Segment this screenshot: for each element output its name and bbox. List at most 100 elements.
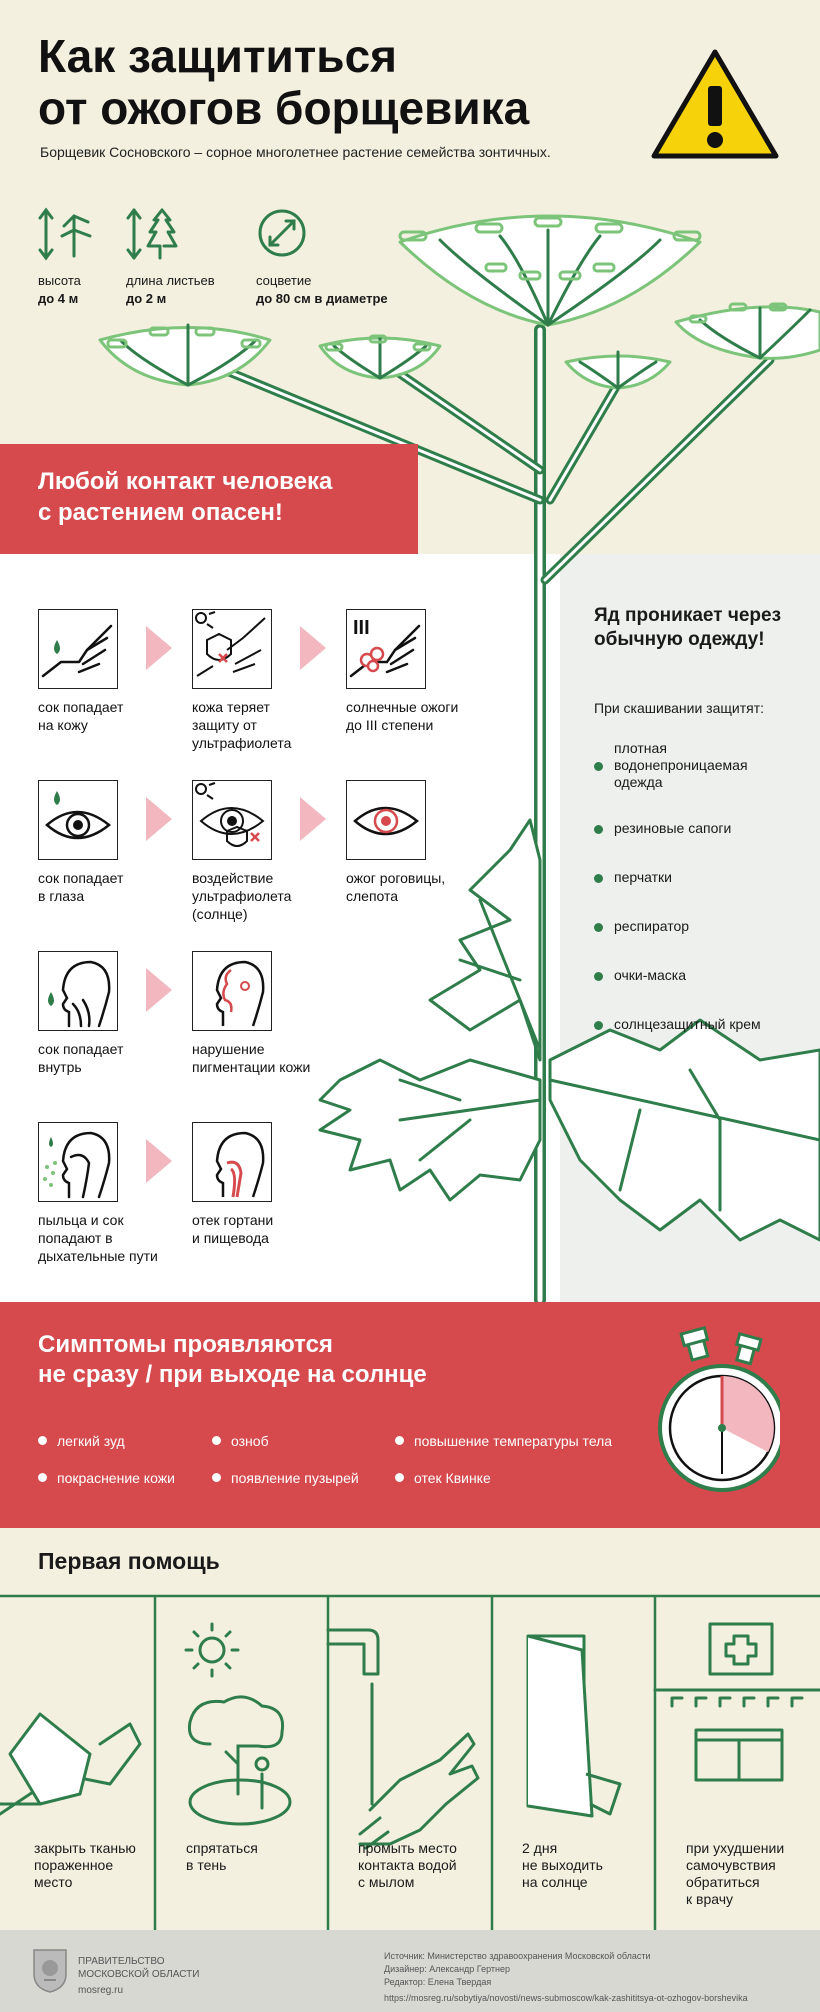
throat-swelling-icon [192, 1122, 272, 1202]
param-inflorescence-value: до 80 см в диаметре [256, 291, 388, 306]
sap-in-eyes-icon [38, 780, 118, 860]
bullet-icon [38, 1473, 47, 1482]
param-inflorescence-label: соцветие [256, 273, 312, 288]
sap-ingested-icon [38, 951, 118, 1031]
param-height-label: высота [38, 273, 81, 288]
symptom-item: покраснение кожи [38, 1470, 175, 1486]
gov-site: mosreg.ru [78, 1985, 124, 1996]
first-aid-grid [0, 1594, 820, 1930]
protection-item-label: респиратор [614, 918, 690, 934]
effect-label-uv-exposure: воздействие ультрафиолета (солнце) [192, 870, 292, 922]
inflorescence-diameter-icon [258, 209, 306, 257]
footer-source: Источник: Министерство здравоохранения М… [384, 1951, 651, 1961]
effect-label-sap-eyes: сок попадает в глаза [38, 870, 124, 904]
bullet-icon [594, 825, 603, 834]
footer-editor: Редактор: Елена Твердая [384, 1977, 492, 1987]
title-line-2: от ожогов борщевика [38, 82, 530, 134]
bullet-icon [594, 874, 603, 883]
protection-subtitle: При скашивании защитят: [594, 700, 764, 716]
effect-label-ingested: сок попадает внутрь [38, 1041, 124, 1075]
symptom-label: покраснение кожи [57, 1470, 175, 1486]
symptom-item: легкий зуд [38, 1433, 125, 1449]
cover-with-cloth-icon [0, 1712, 142, 1816]
arrow-icon [146, 797, 172, 841]
symptom-label: появление пузырей [231, 1470, 359, 1486]
hide-in-shade-icon [184, 1622, 292, 1826]
bullet-icon [212, 1473, 221, 1482]
bullet-icon [395, 1436, 404, 1445]
footer [0, 1930, 820, 2012]
gov-line-1: ПРАВИТЕЛЬСТВО [78, 1956, 165, 1967]
wash-with-water-icon [326, 1628, 480, 1850]
first-aid-step-wash: промыть место контакта водой с мылом [358, 1840, 457, 1890]
symptom-item: отек Квинке [395, 1470, 491, 1486]
param-leaf-label: длина листьев [126, 273, 215, 288]
height-icon [38, 207, 92, 261]
warning-icon [651, 49, 779, 159]
bullet-icon [594, 1021, 603, 1030]
arrow-icon [146, 968, 172, 1012]
bullet-icon [594, 972, 603, 981]
poison-warning-title: Яд проникает через обычную одежду! [594, 605, 782, 650]
protection-item-label: солнцезащитный крем [614, 1016, 761, 1032]
param-leaf: длина листьев до 2 м [126, 272, 215, 308]
contact-warning-text: Любой контакт человека с растением опасен… [38, 466, 332, 528]
param-leaf-value: до 2 м [126, 291, 167, 306]
protection-item-label: резиновые сапоги [614, 820, 732, 836]
first-aid-step-shade: спрятаться в тень [186, 1840, 258, 1873]
protection-item: респиратор [594, 918, 804, 935]
sunburn-icon: III [346, 609, 426, 689]
first-aid-step-doctor: при ухудшении самочувствия обратиться к … [686, 1840, 785, 1907]
skin-loses-uv-protection-icon [192, 609, 272, 689]
skin-pigmentation-icon [192, 951, 272, 1031]
stopwatch-icon [658, 1326, 780, 1492]
effect-label-pigmentation: нарушение пигментации кожи [192, 1041, 311, 1075]
bullet-icon [395, 1473, 404, 1482]
footer-designer: Дизайнер: Александр Гертнер [384, 1964, 510, 1974]
hogweed-plant-illustration [98, 214, 820, 1306]
symptom-item: озноб [212, 1433, 269, 1449]
effect-label-throat: отек гортани и пищевода [192, 1212, 274, 1246]
protection-item: перчатки [594, 869, 804, 886]
symptom-label: озноб [231, 1433, 269, 1449]
contact-line-1: Любой контакт человека [38, 468, 333, 495]
gov-line-2: МОСКОВСКОЙ ОБЛАСТИ [78, 1969, 200, 1980]
bullet-icon [594, 923, 603, 932]
protection-item: очки-маска [594, 967, 804, 984]
param-height: высота до 4 м [38, 272, 81, 308]
arrow-icon [300, 626, 326, 670]
param-inflorescence: соцветие до 80 см в диаметре [256, 272, 388, 308]
hospital-icon [653, 1622, 820, 1782]
uv-exposure-eyes-icon [192, 780, 272, 860]
effect-label-pollen: пыльца и сок попадают в дыхательные пути [38, 1212, 158, 1264]
leaf-length-icon [126, 208, 178, 260]
arrow-icon [146, 1139, 172, 1183]
coat-of-arms-icon [33, 1949, 67, 1993]
protection-item: плотная водонепроницаемая одежда [594, 740, 804, 791]
first-aid-step-indoors: 2 дня не выходить на солнце [522, 1840, 603, 1890]
stay-indoors-door-icon [526, 1634, 622, 1818]
symptom-item: повышение температуры тела [395, 1433, 612, 1449]
bullet-icon [212, 1436, 221, 1445]
subtitle: Борщевик Сосновского – сорное многолетне… [40, 144, 551, 160]
protection-item-label: плотная водонепроницаемая одежда [614, 740, 748, 790]
effect-label-sap-skin: сок попадает на кожу [38, 699, 124, 733]
symptom-label: отек Квинке [414, 1470, 491, 1486]
symptoms-title-line-2: не сразу / при выходе на солнце [38, 1361, 427, 1388]
protection-item: солнцезащитный крем [594, 1016, 804, 1033]
bullet-icon [38, 1436, 47, 1445]
param-height-value: до 4 м [38, 291, 79, 306]
contact-warning-band: Любой контакт человека с растением опасен… [0, 444, 418, 554]
effect-label-sunburn: солнечные ожоги до III степени [346, 699, 459, 733]
arrow-icon [146, 626, 172, 670]
arrow-icon [300, 797, 326, 841]
pollen-airways-icon [38, 1122, 118, 1202]
protection-item: резиновые сапоги [594, 820, 804, 837]
contact-line-2: с растением опасен! [38, 499, 283, 526]
symptom-label: повышение температуры тела [414, 1433, 613, 1449]
symptoms-title-line-1: Симптомы проявляются [38, 1331, 333, 1358]
effect-label-cornea: ожог роговицы, слепота [346, 870, 446, 904]
protection-item-label: перчатки [614, 869, 672, 885]
protection-item-label: очки-маска [614, 967, 687, 983]
